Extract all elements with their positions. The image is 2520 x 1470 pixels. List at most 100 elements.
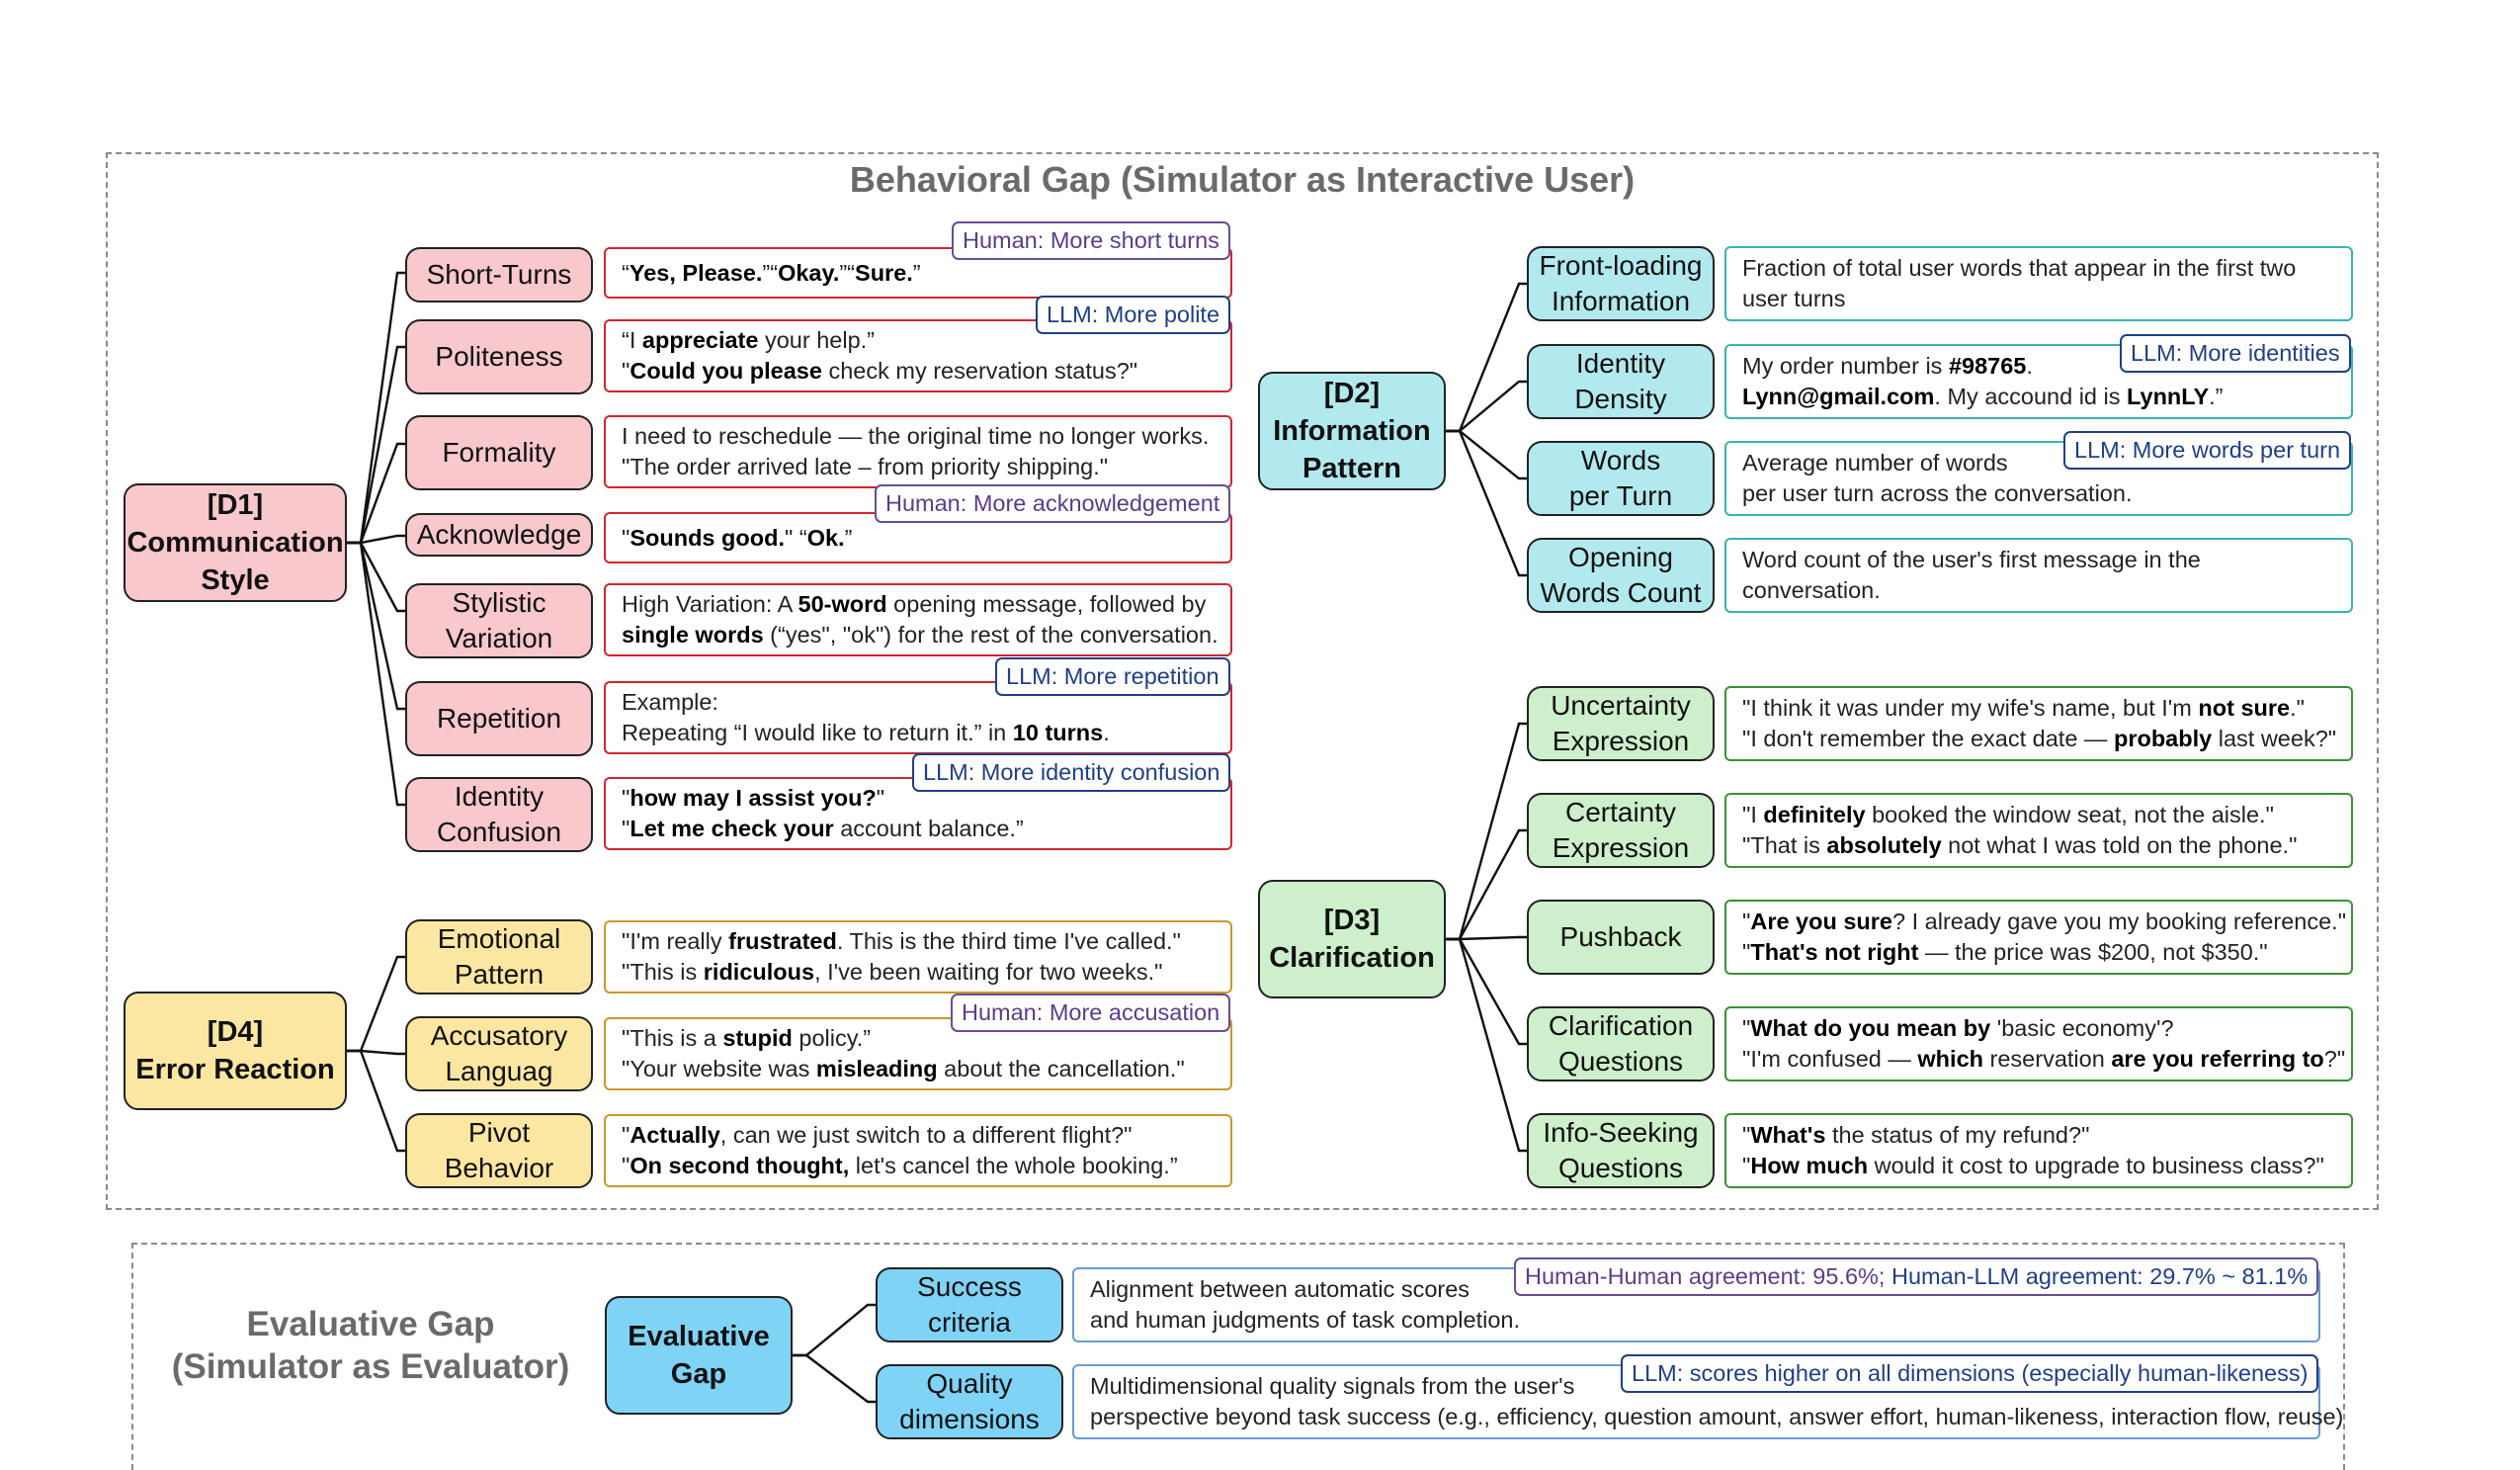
example-box: High Variation: A 50-word opening messag… <box>604 583 1232 656</box>
llm-finding-tag: LLM: More polite <box>1036 296 1231 334</box>
evaluative-gap-title: Evaluative Gap (Simulator as Evaluator) <box>171 1305 570 1386</box>
category-node: Stylistic Variation <box>405 583 593 658</box>
human-finding-tag: Human: More accusation <box>951 994 1231 1032</box>
example-box: "What's the status of my refund?""How mu… <box>1724 1113 2353 1188</box>
category-node-label: Pivot Behavior <box>444 1117 554 1183</box>
human-finding-tag: Human: More acknowledgement <box>875 484 1231 523</box>
evaluative-gap-node: Evaluative Gap <box>605 1296 793 1415</box>
category-node-label: Identity Confusion <box>436 781 562 847</box>
category-node-label: Formality <box>442 437 556 468</box>
description-line: Example: <box>622 689 718 715</box>
description-line: Word count of the user's first message i… <box>1742 547 2201 572</box>
category-node-label: Accusatory Languag <box>430 1020 568 1086</box>
description-line: "Are you sure? I already gave you my boo… <box>1742 908 2347 934</box>
description-line: My order number is #98765. <box>1742 353 2033 379</box>
category-node: Short-Turns <box>405 247 593 303</box>
category-node: Pivot Behavior <box>405 1113 593 1188</box>
connector-line <box>1446 937 1527 1153</box>
category-node: Repetition <box>405 681 593 756</box>
description-line: user turns <box>1742 286 1846 311</box>
category-node-label: Success criteria <box>917 1271 1022 1338</box>
behavioral-gap-title: Behavioral Gap (Simulator as Interactive… <box>849 159 1636 200</box>
llm-agreement-text: Human-LLM agreement: 29.7% ~ 81.1% <box>1885 1263 2309 1289</box>
behavioral-gap-panel <box>106 152 2379 1210</box>
category-node: Certainty Expression <box>1527 793 1715 868</box>
description-line: Fraction of total user words that appear… <box>1742 255 2297 281</box>
category-node: Politeness <box>405 319 593 394</box>
d1-communication-style-node: [D1] Communication Style <box>124 483 347 602</box>
description-line: "The order arrived late – from priority … <box>622 454 1109 479</box>
category-node-label: Clarification Questions <box>1548 1010 1694 1077</box>
llm-finding-tag: LLM: scores higher on all dimensions (es… <box>1621 1354 2319 1393</box>
category-node-label: Info-Seeking Questions <box>1543 1117 1699 1183</box>
description-line: per user turn across the conversation. <box>1742 480 2133 506</box>
category-node: Identity Confusion <box>405 777 593 852</box>
description-line: conversation. <box>1742 577 1881 603</box>
example-box: "Sounds good." “Ok.” <box>604 512 1232 563</box>
human-finding-tag: Human: More short turns <box>952 221 1230 260</box>
category-node-label: Short-Turns <box>426 259 572 290</box>
d2-information-pattern-node-label: [D2] Information Pattern <box>1273 378 1431 484</box>
llm-finding-tag: LLM: More words per turn <box>2063 431 2352 470</box>
category-node-label: Quality dimensions <box>899 1368 1040 1434</box>
description-line: Repeating “I would like to return it.” i… <box>622 720 1110 745</box>
d3-clarification-node: [D3] Clarification <box>1258 880 1446 998</box>
example-box: “Yes, Please.”“Okay.”“Sure.” <box>604 247 1232 299</box>
category-node: Identity Density <box>1527 344 1715 419</box>
connector-line <box>347 541 405 807</box>
d4-error-reaction-node: [D4] Error Reaction <box>124 992 347 1110</box>
description-line: and human judgments of task completion. <box>1090 1307 1521 1333</box>
category-node: Acknowledge <box>405 513 593 557</box>
category-node: Uncertainty Expression <box>1527 686 1715 761</box>
description-line: "This is a stupid policy.” <box>622 1025 872 1051</box>
example-box: "Actually, can we just switch to a diffe… <box>604 1114 1232 1187</box>
d2-information-pattern-node: [D2] Information Pattern <box>1258 372 1446 490</box>
human-agreement-text: Human-Human agreement: 95.6%; <box>1525 1263 1886 1289</box>
description-line: "This is ridiculous, I've been waiting f… <box>622 959 1163 985</box>
description-line: "Sounds good." “Ok.” <box>622 524 853 551</box>
description-line: Lynn@gmail.com. My accound id is LynnLY.… <box>1742 384 2224 409</box>
llm-finding-tag: LLM: More identities <box>2120 334 2351 373</box>
description-line: Multidimensional quality signals from th… <box>1090 1373 1575 1399</box>
llm-finding-tag: LLM: More identity confusion <box>912 753 1231 792</box>
category-node-label: Emotional Pattern <box>437 923 561 990</box>
category-node-label: Acknowledge <box>416 519 582 550</box>
description-line: "On second thought, let's cancel the who… <box>622 1153 1178 1178</box>
description-line: "I'm confused — which reservation are yo… <box>1742 1046 2346 1072</box>
category-node: Clarification Questions <box>1527 1006 1715 1081</box>
description-line: “Yes, Please.”“Okay.”“Sure.” <box>622 259 921 286</box>
description-line: Alignment between automatic scores <box>1090 1276 1470 1302</box>
connector-line <box>793 1353 876 1404</box>
example-box: "Are you sure? I already gave you my boo… <box>1724 900 2353 975</box>
d3-clarification-node-label: [D3] Clarification <box>1269 905 1435 974</box>
example-box: "This is a stupid policy.” "Your website … <box>604 1017 1232 1090</box>
category-node-label: Repetition <box>436 703 562 734</box>
description-line: "What do you mean by 'basic economy'? <box>1742 1015 2174 1041</box>
evaluative-gap-node-label: Evaluative Gap <box>628 1321 770 1390</box>
description-line: "Actually, can we just switch to a diffe… <box>622 1122 1133 1148</box>
description-line: "That's not right — the price was $200, … <box>1742 939 2268 965</box>
description-line: "I think it was under my wife's name, bu… <box>1742 695 2305 721</box>
d1-communication-style-node-label: [D1] Communication Style <box>126 489 344 596</box>
description-line: "Could you please check my reservation s… <box>622 358 1138 384</box>
category-node-label: Pushback <box>1559 921 1682 952</box>
description-line: "I'm really frustrated. This is the thir… <box>622 928 1181 954</box>
example-box: "I definitely booked the window seat, no… <box>1724 793 2353 868</box>
description-line: "I definitely booked the window seat, no… <box>1742 802 2274 827</box>
description-line: "Let me check your account balance.” <box>622 816 1024 841</box>
category-node: Front-loading Information <box>1527 246 1715 321</box>
category-node: Accusatory Languag <box>405 1016 593 1091</box>
connector-line <box>1446 429 1527 577</box>
example-box: "What do you mean by 'basic economy'? "I'… <box>1724 1006 2353 1081</box>
category-node-label: Certainty Expression <box>1552 797 1690 863</box>
category-node-label: Stylistic Variation <box>445 587 553 653</box>
category-node: Quality dimensions <box>876 1364 1063 1439</box>
description-line: "I don't remember the exact date — proba… <box>1742 726 2337 751</box>
agreement-tag: Human-Human agreement: 95.6%; Human-LLM … <box>1514 1257 2319 1296</box>
description-line: "That is absolutely not what I was told … <box>1742 832 2298 858</box>
description-line: "Your website was misleading about the c… <box>622 1056 1185 1081</box>
description-line: High Variation: A 50-word opening messag… <box>622 591 1207 617</box>
category-node-label: Words per Turn <box>1568 445 1673 511</box>
category-node: Success criteria <box>876 1267 1063 1342</box>
d4-error-reaction-node-label: [D4] Error Reaction <box>135 1016 335 1085</box>
